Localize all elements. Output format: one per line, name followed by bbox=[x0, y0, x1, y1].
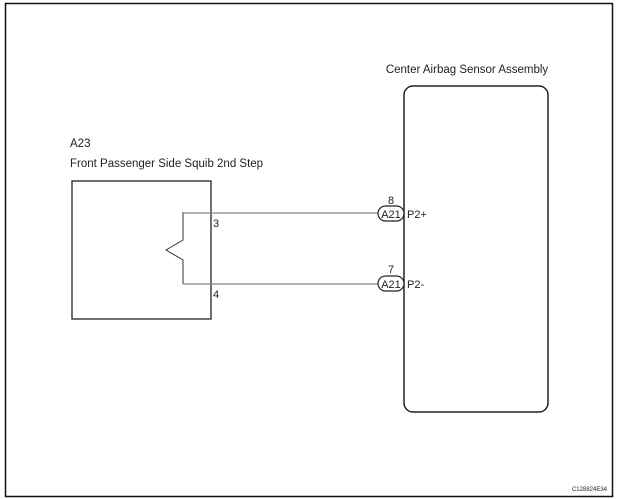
squib-pin-4: 4 bbox=[213, 289, 219, 301]
connector-code: A21 bbox=[381, 279, 401, 291]
squib-name: Front Passenger Side Squib 2nd Step bbox=[70, 158, 263, 170]
squib-pin-3: 3 bbox=[213, 218, 219, 230]
connector-a21-oval bbox=[377, 205, 405, 222]
squib-box bbox=[71, 180, 212, 320]
connector-pin-number-8: 8 bbox=[388, 195, 394, 207]
sensor-title: Center Airbag Sensor Assembly bbox=[386, 64, 549, 76]
connector-a21-oval bbox=[377, 275, 405, 292]
signal-label-p2minus: P2- bbox=[407, 279, 424, 291]
figure-id: C128824E34 bbox=[572, 487, 608, 493]
squib-code: A23 bbox=[70, 138, 90, 150]
sensor-assembly-box bbox=[403, 85, 549, 413]
connector-code: A21 bbox=[381, 209, 401, 221]
diagram-frame bbox=[4, 2, 614, 498]
signal-label-p2plus: P2+ bbox=[407, 209, 427, 221]
squib-element-symbol bbox=[165, 212, 184, 284]
connector-pin-number-7: 7 bbox=[388, 264, 394, 276]
